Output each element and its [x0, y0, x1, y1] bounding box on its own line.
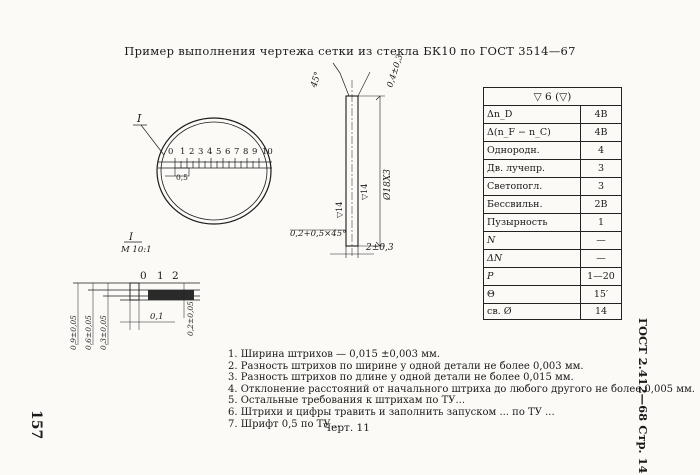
scale-digit: 0 — [168, 147, 173, 157]
scale-digit: 7 — [234, 147, 239, 157]
detail-vdim: 0,3±0,05 — [99, 315, 108, 350]
detail-number: 1 — [157, 270, 164, 282]
row-label: св. Ø — [483, 303, 581, 320]
table-row: Δ(n_F − n_C)4B — [483, 123, 622, 142]
detail-label: I — [128, 232, 134, 243]
row-label: Дв. лучепр. — [483, 159, 581, 178]
gost-header: ГОСТ 2.412—68 Стр. 14 — [636, 318, 650, 474]
detail-vdim: 0,6±0,05 — [84, 315, 93, 350]
scale-digit: 4 — [207, 147, 212, 157]
table-row: Дв. лучепр.3 — [483, 159, 622, 178]
row-label: Пузырность — [483, 213, 581, 232]
scale-digit: 5 — [216, 147, 221, 157]
table-row: Светопогл.3 — [483, 177, 622, 196]
row-label: Δ(n_F − n_C) — [483, 123, 581, 142]
row-label: Бессвильн. — [483, 195, 581, 214]
row-value: 3 — [580, 177, 622, 196]
note-item: 2. Разность штрихов по ширине у одной де… — [228, 360, 584, 372]
scale-digit: 3 — [198, 147, 203, 157]
detail-width-label: 0,1 — [150, 312, 164, 322]
note-item: 6. Штрихи и цифры травить и заполнить за… — [228, 406, 555, 418]
scale-digit: 1 — [180, 147, 185, 157]
page-number: 157 — [28, 410, 44, 440]
row-label: Однородн. — [483, 141, 581, 160]
table-row: ΔN— — [483, 249, 622, 268]
row-value: 14 — [580, 303, 622, 320]
bottom-chamfer-label: 0,2+0,5×45° — [290, 229, 346, 239]
row-label: Θ — [483, 285, 581, 304]
scale-digit: 8 — [243, 147, 248, 157]
surface-finish-label: ▽14 — [335, 202, 344, 218]
thickness-label: 2±0,3 — [365, 243, 394, 253]
detail-right-dim: 0,2±0,05 — [186, 301, 195, 336]
note-item: 7. Шрифт 0,5 по ТУ... — [228, 418, 341, 430]
detail-number: 2 — [172, 270, 179, 282]
detail-scale: M 10:1 — [120, 245, 152, 255]
section-view — [290, 62, 385, 258]
scale-digit: 2 — [189, 147, 194, 157]
note-item: 3. Разность штрихов по длине у одной дет… — [228, 372, 574, 384]
row-value: 3 — [580, 159, 622, 178]
diameter-label: Ø18Х3 — [382, 169, 393, 201]
table-header: ▽ 6 (▽) — [483, 87, 622, 106]
detail-vdim: 0,9±0,05 — [69, 315, 78, 350]
reticle-scale-digits: 0 1 2 3 4 5 6 7 8 9 10 — [168, 147, 273, 157]
detail-number: 0 — [140, 270, 147, 282]
table-row: Однородн.4 — [483, 141, 622, 160]
view-label: I — [136, 112, 142, 125]
reticle-view — [133, 117, 272, 225]
row-value: 2B — [580, 195, 622, 214]
table-row: Бессвильн.2B — [483, 195, 622, 214]
figure-label: Черт. 11 — [323, 422, 370, 434]
row-label: P — [483, 267, 581, 286]
row-value: 1 — [580, 213, 622, 232]
note-item: 1. Ширина штрихов — 0,015 ±0,003 мм. — [228, 349, 440, 360]
detail-view — [73, 282, 200, 345]
row-value: 4 — [580, 141, 622, 160]
chamfer-label: 0,4±0,3 — [385, 53, 405, 89]
row-value: 4B — [580, 105, 622, 124]
detail-numbers: 0 1 2 — [140, 270, 179, 282]
note-item: 4. Отклонение расстояний от начального ш… — [228, 383, 695, 395]
scale-digit: 10 — [262, 147, 273, 157]
note-item: 5. Остальные требования к штрихам по ТУ.… — [228, 395, 466, 407]
row-label: Δn_D — [483, 105, 581, 124]
angle-label: 45° — [309, 71, 324, 90]
row-value: 4B — [580, 123, 622, 142]
table-row: N— — [483, 231, 622, 250]
center-dimension: 0,5 — [176, 173, 188, 182]
document-title: Пример выполнения чертежа сетки из стекл… — [124, 44, 576, 58]
row-label: Светопогл. — [483, 177, 581, 196]
row-value: — — [580, 231, 622, 250]
row-label: N — [483, 231, 581, 250]
scale-digit: 6 — [225, 147, 230, 157]
notes-list: 1. Ширина штрихов — 0,015 ±0,003 мм. 2. … — [228, 349, 695, 430]
row-label: ΔN — [483, 249, 581, 268]
row-value: — — [580, 249, 622, 268]
row-value: 1—20 — [580, 267, 622, 286]
scale-digit: 9 — [252, 147, 257, 157]
surface-finish-label: ▽14 — [360, 184, 369, 200]
row-value: 15′ — [580, 285, 622, 304]
